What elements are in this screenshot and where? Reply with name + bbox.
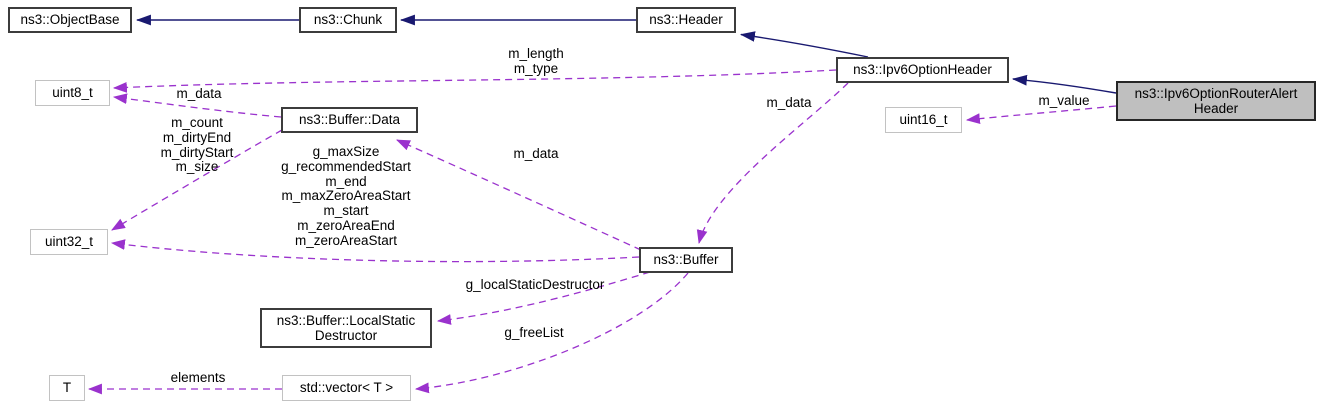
edge-inherit-ipv6optionheader-header [739, 31, 869, 58]
edge-label-m-count-stack: m_count m_dirtyEnd m_dirtyStart m_size [160, 115, 234, 175]
node-ns3-ipv6optionrouteralertheader: ns3::Ipv6OptionRouterAlert Header [1116, 81, 1316, 121]
edge-label-m-data-bufferdata: m_data [513, 146, 559, 161]
edge-label-m-length-m-type: m_length m_type [508, 46, 564, 76]
node-t: T [49, 375, 85, 401]
edge-label-m-value: m_value [1038, 93, 1090, 108]
edge-member-buffer-bufferdata [396, 139, 642, 251]
edge-inherit-routeralert-ipv6optionheader [1011, 74, 1117, 94]
node-ns3-buffer[interactable]: ns3::Buffer [639, 247, 733, 273]
edge-label-g-freelist: g_freeList [504, 325, 564, 340]
node-ns3-buffer-data[interactable]: ns3::Buffer::Data [281, 107, 418, 133]
edge-member-buffer-uint32 [110, 239, 640, 263]
edge-member-ipv6optionheader-uint8 [112, 69, 837, 93]
node-ns3-chunk[interactable]: ns3::Chunk [299, 7, 397, 33]
node-uint32-t: uint32_t [30, 229, 108, 255]
node-std-vector-t: std::vector< T > [282, 375, 411, 401]
edge-label-elements: elements [170, 370, 226, 385]
edge-member-routeralert-uint16 [965, 105, 1117, 124]
edge-label-buffer-uint32-stack: g_maxSize g_recommendedStart m_end m_max… [281, 144, 411, 248]
edge-label-m-data-uint8: m_data [176, 86, 222, 101]
node-uint8-t: uint8_t [35, 80, 110, 106]
edge-member-bufferdata-uint8 [112, 93, 282, 118]
edge-member-buffer-localstaticdestructor [436, 271, 651, 325]
edge-label-m-data-buffer: m_data [766, 95, 812, 110]
node-ns3-objectbase[interactable]: ns3::ObjectBase [8, 7, 132, 33]
node-ns3-header[interactable]: ns3::Header [636, 7, 736, 33]
edge-member-ipv6optionheader-buffer [696, 82, 849, 245]
node-ns3-buffer-localstaticdestructor[interactable]: ns3::Buffer::LocalStatic Destructor [260, 308, 432, 348]
node-uint16-t: uint16_t [885, 107, 962, 133]
node-ns3-ipv6optionheader[interactable]: ns3::Ipv6OptionHeader [836, 57, 1009, 83]
edge-member-bufferdata-uint32 [111, 129, 283, 231]
edge-label-g-localstaticdestructor: g_localStaticDestructor [465, 277, 605, 292]
